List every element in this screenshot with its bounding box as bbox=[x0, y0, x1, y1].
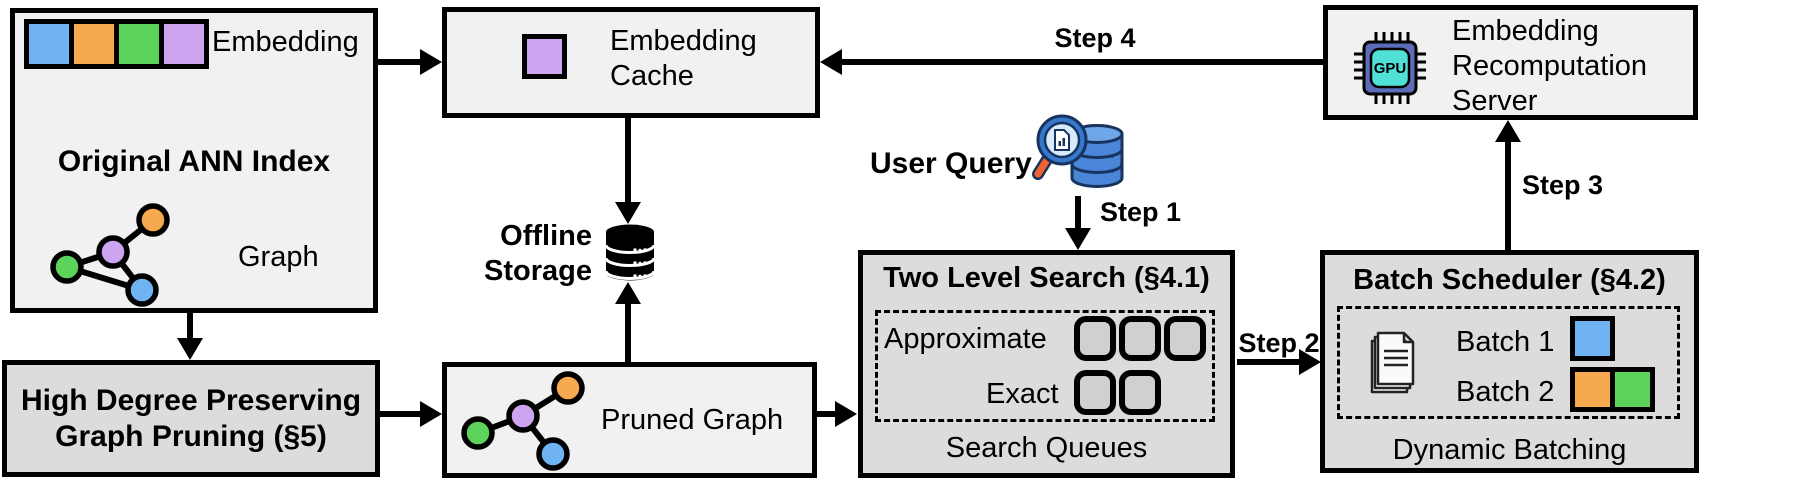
exact-label: Exact bbox=[986, 378, 1059, 410]
graph-pruning-label-line2: Graph Pruning (§5) bbox=[55, 420, 327, 453]
batch2-square-orange bbox=[1570, 367, 1615, 412]
magnifier-database-icon bbox=[1032, 114, 1124, 188]
queue-slot bbox=[1074, 316, 1116, 361]
embedding-vector-icon bbox=[24, 19, 209, 69]
pruned-graph-icon bbox=[461, 371, 585, 471]
step1-label: Step 1 bbox=[1100, 197, 1182, 227]
batch2-label: Batch 2 bbox=[1456, 376, 1555, 408]
arrow-step1-head bbox=[1065, 228, 1091, 250]
cached-embedding-square bbox=[522, 34, 567, 79]
offline-storage-label: Offline Storage bbox=[440, 219, 592, 289]
embedding-cell-blue bbox=[29, 24, 69, 64]
arrow-step4-line bbox=[840, 59, 1326, 65]
queue-slot bbox=[1074, 370, 1116, 415]
embedding-cell-green bbox=[119, 24, 159, 64]
arrow-cache-to-storage-line bbox=[625, 118, 631, 204]
ann-index-title: Original ANN Index bbox=[57, 145, 331, 178]
embedding-cache-label-line1: Embedding bbox=[610, 25, 757, 57]
batch-scheduler-title: Batch Scheduler (§4.2) bbox=[1353, 264, 1666, 296]
gpu-chip-text: GPU bbox=[1374, 60, 1407, 77]
queue-slot bbox=[1119, 370, 1161, 415]
step3-label: Step 3 bbox=[1522, 170, 1604, 200]
arrow-pruning-to-pruned-line bbox=[380, 411, 422, 417]
gpu-chip-icon: GPU bbox=[1354, 32, 1426, 104]
arrow-pruned-to-search-head bbox=[835, 401, 857, 427]
arrow-ann-to-cache-line bbox=[378, 59, 422, 65]
arrow-step3-head bbox=[1495, 120, 1521, 142]
batch1-label: Batch 1 bbox=[1456, 326, 1555, 358]
two-level-search-box bbox=[858, 250, 1235, 478]
queue-slot bbox=[1164, 316, 1206, 361]
batch-scheduler-box bbox=[1320, 250, 1699, 473]
embedding-cache-box bbox=[442, 7, 820, 118]
graph-pruning-label: High Degree Preserving Graph Pruning (§5… bbox=[2, 383, 380, 455]
arrow-ann-to-pruning-line bbox=[187, 313, 193, 340]
offline-storage-label-line2: Storage bbox=[484, 255, 592, 287]
arrow-step3-line bbox=[1505, 140, 1511, 250]
arrow-cache-to-storage-head bbox=[615, 202, 641, 224]
database-icon bbox=[604, 224, 656, 281]
recompute-server-label-line3: Server bbox=[1452, 85, 1538, 117]
search-queues-dashed-box bbox=[875, 310, 1215, 422]
arrow-step2-head bbox=[1299, 349, 1321, 375]
arrow-pruned-to-storage-head bbox=[615, 282, 641, 304]
documents-stack-icon bbox=[1370, 331, 1415, 394]
user-query-label: User Query bbox=[870, 147, 1032, 180]
embedding-cache-label: Embedding Cache bbox=[610, 24, 757, 94]
pruned-graph-label: Pruned Graph bbox=[601, 404, 784, 436]
batch2-squares bbox=[1570, 367, 1655, 412]
arrow-pruned-to-search-line bbox=[817, 411, 837, 417]
graph-pruning-box bbox=[2, 360, 380, 477]
two-level-search-title: Two Level Search (§4.1) bbox=[883, 262, 1210, 294]
embedding-cache-label-line2: Cache bbox=[610, 60, 694, 92]
exact-queue-slots bbox=[1074, 370, 1161, 415]
arrow-step2-line bbox=[1237, 359, 1301, 365]
ann-graph-icon bbox=[50, 203, 170, 307]
step2-label: Step 2 bbox=[1238, 328, 1320, 358]
dynamic-batching-dashed-box bbox=[1337, 306, 1680, 419]
embedding-cell-purple bbox=[164, 24, 204, 64]
search-queues-caption: Search Queues bbox=[945, 432, 1148, 464]
embedding-label: Embedding bbox=[212, 26, 359, 58]
graph-pruning-label-line1: High Degree Preserving bbox=[20, 384, 362, 417]
batch2-square-green bbox=[1610, 367, 1655, 412]
arrow-step1-line bbox=[1075, 196, 1081, 230]
arrow-ann-to-cache-head bbox=[420, 49, 442, 75]
arrow-step4-head bbox=[820, 49, 842, 75]
approximate-label: Approximate bbox=[884, 323, 1047, 355]
embedding-cell-orange bbox=[74, 24, 114, 64]
arrow-pruning-to-pruned-head bbox=[420, 401, 442, 427]
recompute-server-label: Embedding Recomputation Server bbox=[1452, 14, 1647, 119]
recompute-server-label-line2: Recomputation bbox=[1452, 50, 1648, 82]
arrow-ann-to-pruning-head bbox=[177, 338, 203, 360]
approximate-queue-slots bbox=[1074, 316, 1206, 361]
dynamic-batching-caption: Dynamic Batching bbox=[1392, 434, 1627, 466]
queue-slot bbox=[1119, 316, 1161, 361]
batch1-square-blue bbox=[1570, 316, 1615, 361]
arrow-pruned-to-storage-line bbox=[625, 302, 631, 362]
offline-storage-label-line1: Offline bbox=[500, 220, 592, 252]
graph-label: Graph bbox=[238, 241, 319, 273]
step4-label: Step 4 bbox=[1054, 23, 1136, 53]
recompute-server-label-line1: Embedding bbox=[1452, 15, 1599, 47]
